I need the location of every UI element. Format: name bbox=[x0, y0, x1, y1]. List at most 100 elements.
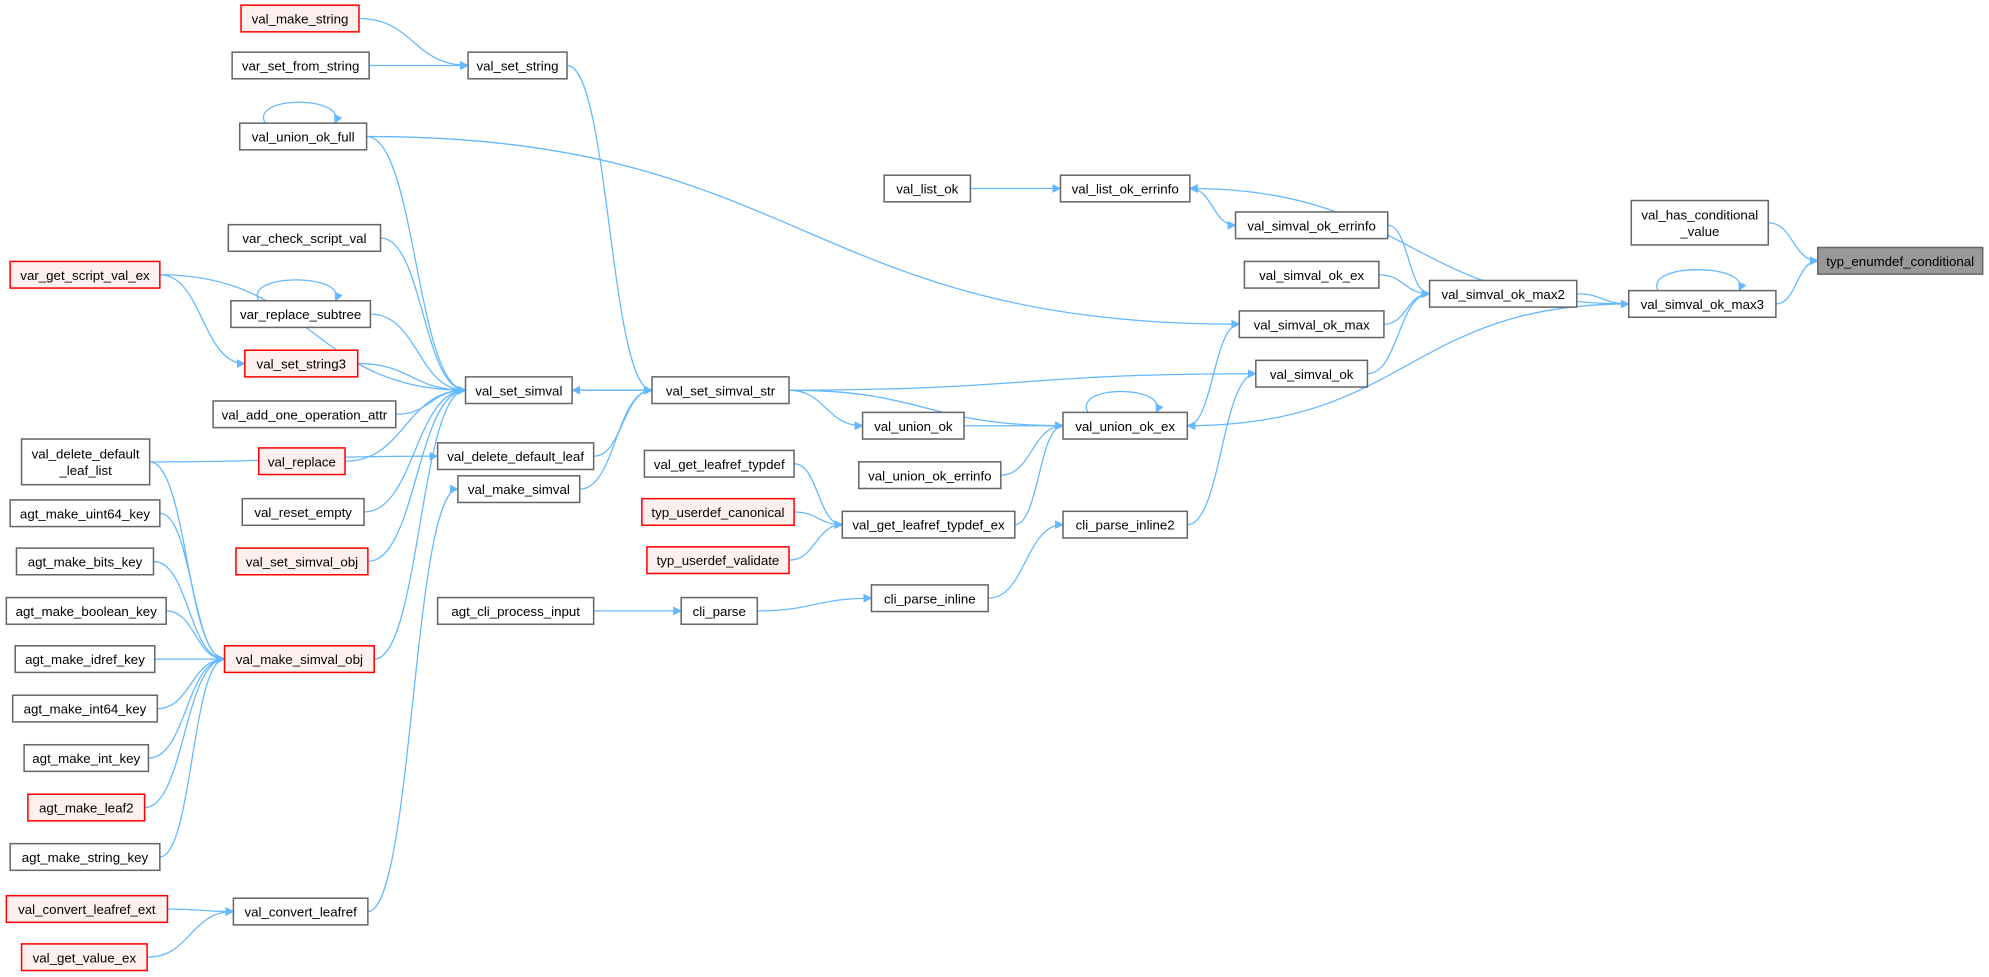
node-var-set-from-string[interactable]: var_set_from_string bbox=[231, 51, 370, 80]
node-agt-make-int-key[interactable]: agt_make_int_key bbox=[23, 743, 150, 773]
node-val-delete-default-leaf-list[interactable]: val_delete_default_leaf_list bbox=[20, 438, 151, 486]
node-var-replace-subtree[interactable]: var_replace_subtree bbox=[230, 300, 372, 329]
node-box[interactable] bbox=[9, 499, 161, 528]
node-box[interactable] bbox=[235, 547, 369, 576]
node-val-get-leafref-typdef[interactable]: val_get_leafref_typdef bbox=[643, 449, 795, 478]
node-box[interactable] bbox=[651, 376, 790, 405]
node-agt-make-string-key[interactable]: agt_make_string_key bbox=[9, 842, 161, 872]
node-box[interactable] bbox=[23, 743, 150, 773]
node-box[interactable] bbox=[1428, 279, 1578, 308]
node-box[interactable] bbox=[646, 546, 790, 575]
node-val-set-string3[interactable]: val_set_string3 bbox=[244, 349, 359, 378]
node-typ-userdef-validate[interactable]: typ_userdef_validate bbox=[646, 546, 790, 575]
node-val-set-simval-obj[interactable]: val_set_simval_obj bbox=[235, 547, 369, 576]
node-box[interactable] bbox=[1627, 289, 1777, 319]
node-box[interactable] bbox=[1062, 510, 1189, 539]
node-box[interactable] bbox=[883, 174, 972, 203]
node-val-get-leafref-typdef-ex[interactable]: val_get_leafref_typdef_ex bbox=[841, 510, 1016, 539]
node-box[interactable] bbox=[1816, 246, 1984, 275]
node-box[interactable] bbox=[20, 943, 148, 972]
node-val-convert-leafref-ext[interactable]: val_convert_leafref_ext bbox=[5, 894, 169, 924]
node-agt-make-idref-key[interactable]: agt_make_idref_key bbox=[14, 645, 156, 674]
node-box[interactable] bbox=[240, 4, 360, 33]
node-cli-parse-inline2[interactable]: cli_parse_inline2 bbox=[1062, 510, 1189, 539]
node-var-get-script-val-ex[interactable]: var_get_script_val_ex bbox=[9, 260, 161, 289]
node-box[interactable] bbox=[232, 897, 369, 926]
node-agt-make-uint64-key[interactable]: agt_make_uint64_key bbox=[9, 499, 161, 528]
node-val-simval-ok-max3[interactable]: val_simval_ok_max3 bbox=[1627, 289, 1777, 319]
node-box[interactable] bbox=[467, 51, 568, 80]
node-agt-make-boolean-key[interactable]: agt_make_boolean_key bbox=[5, 596, 167, 625]
node-box[interactable] bbox=[436, 596, 595, 625]
node-agt-make-bits-key[interactable]: agt_make_bits_key bbox=[15, 547, 155, 576]
node-box[interactable] bbox=[643, 449, 795, 478]
node-val-add-one-operation-attr[interactable]: val_add_one_operation_attr bbox=[212, 400, 397, 429]
node-agt-make-leaf2[interactable]: agt_make_leaf2 bbox=[27, 793, 146, 822]
node-box[interactable] bbox=[9, 260, 161, 289]
node-box[interactable] bbox=[244, 349, 359, 378]
node-box[interactable] bbox=[5, 596, 167, 625]
node-val-convert-leafref[interactable]: val_convert_leafref bbox=[232, 897, 369, 926]
node-val-union-ok-ex[interactable]: val_union_ok_ex bbox=[1062, 411, 1189, 440]
node-box[interactable] bbox=[9, 842, 161, 872]
node-val-union-ok-errinfo[interactable]: val_union_ok_errinfo bbox=[858, 461, 1002, 490]
node-val-make-string[interactable]: val_make_string bbox=[240, 4, 360, 33]
node-box[interactable] bbox=[464, 376, 573, 405]
node-box[interactable] bbox=[238, 122, 368, 151]
node-val-set-simval-str[interactable]: val_set_simval_str bbox=[651, 376, 790, 405]
node-box[interactable] bbox=[680, 596, 759, 625]
node-box[interactable] bbox=[870, 584, 989, 613]
node-box[interactable] bbox=[223, 645, 375, 674]
node-box[interactable] bbox=[436, 442, 595, 471]
node-box[interactable] bbox=[1062, 411, 1189, 440]
node-val-union-ok[interactable]: val_union_ok bbox=[861, 411, 965, 440]
node-box[interactable] bbox=[5, 894, 169, 924]
node-val-reset-empty[interactable]: val_reset_empty bbox=[241, 497, 365, 527]
node-val-set-simval[interactable]: val_set_simval bbox=[464, 376, 573, 405]
node-val-list-ok-errinfo[interactable]: val_list_ok_errinfo bbox=[1059, 174, 1191, 203]
node-typ-userdef-canonical[interactable]: typ_userdef_canonical bbox=[641, 497, 795, 527]
node-val-simval-ok[interactable]: val_simval_ok bbox=[1255, 359, 1369, 388]
node-val-simval-ok-ex[interactable]: val_simval_ok_ex bbox=[1243, 260, 1380, 289]
node-box[interactable] bbox=[457, 475, 581, 504]
node-box[interactable] bbox=[1243, 260, 1380, 289]
node-box[interactable] bbox=[15, 547, 155, 576]
node-box[interactable] bbox=[14, 645, 156, 674]
node-box[interactable] bbox=[212, 400, 397, 429]
node-box[interactable] bbox=[227, 223, 382, 253]
node-cli-parse-inline[interactable]: cli_parse_inline bbox=[870, 584, 989, 613]
node-box[interactable] bbox=[1059, 174, 1191, 203]
node-val-make-simval-obj[interactable]: val_make_simval_obj bbox=[223, 645, 375, 674]
node-box[interactable] bbox=[858, 461, 1002, 490]
node-val-make-simval[interactable]: val_make_simval bbox=[457, 475, 581, 504]
node-val-get-value-ex[interactable]: val_get_value_ex bbox=[20, 943, 148, 972]
node-cli-parse[interactable]: cli_parse bbox=[680, 596, 759, 625]
node-typ-enumdef-conditional[interactable]: typ_enumdef_conditional bbox=[1816, 246, 1984, 275]
node-box[interactable] bbox=[20, 438, 151, 486]
node-agt-make-int64-key[interactable]: agt_make_int64_key bbox=[11, 694, 159, 723]
node-var-check-script-val[interactable]: var_check_script_val bbox=[227, 223, 382, 253]
node-box[interactable] bbox=[258, 447, 346, 476]
node-box[interactable] bbox=[1255, 359, 1369, 388]
node-val-simval-ok-max[interactable]: val_simval_ok_max bbox=[1238, 310, 1385, 339]
node-box[interactable] bbox=[1234, 211, 1389, 240]
node-box[interactable] bbox=[1238, 310, 1385, 339]
node-val-replace[interactable]: val_replace bbox=[258, 447, 346, 476]
node-val-set-string[interactable]: val_set_string bbox=[467, 51, 568, 80]
node-val-simval-ok-max2[interactable]: val_simval_ok_max2 bbox=[1428, 279, 1578, 308]
node-box[interactable] bbox=[241, 497, 365, 527]
node-box[interactable] bbox=[231, 51, 370, 80]
node-box[interactable] bbox=[841, 510, 1016, 539]
node-box[interactable] bbox=[11, 694, 159, 723]
node-box[interactable] bbox=[861, 411, 965, 440]
node-val-delete-default-leaf[interactable]: val_delete_default_leaf bbox=[436, 442, 595, 471]
node-val-union-ok-full[interactable]: val_union_ok_full bbox=[238, 122, 368, 151]
node-box[interactable] bbox=[641, 497, 795, 527]
node-box[interactable] bbox=[27, 793, 146, 822]
node-agt-cli-process-input[interactable]: agt_cli_process_input bbox=[436, 596, 595, 625]
node-box[interactable] bbox=[1630, 199, 1770, 246]
node-box[interactable] bbox=[230, 300, 372, 329]
node-val-simval-ok-errinfo[interactable]: val_simval_ok_errinfo bbox=[1234, 211, 1389, 240]
node-val-has-conditional-value[interactable]: val_has_conditional_value bbox=[1630, 199, 1770, 246]
node-val-list-ok[interactable]: val_list_ok bbox=[883, 174, 972, 203]
